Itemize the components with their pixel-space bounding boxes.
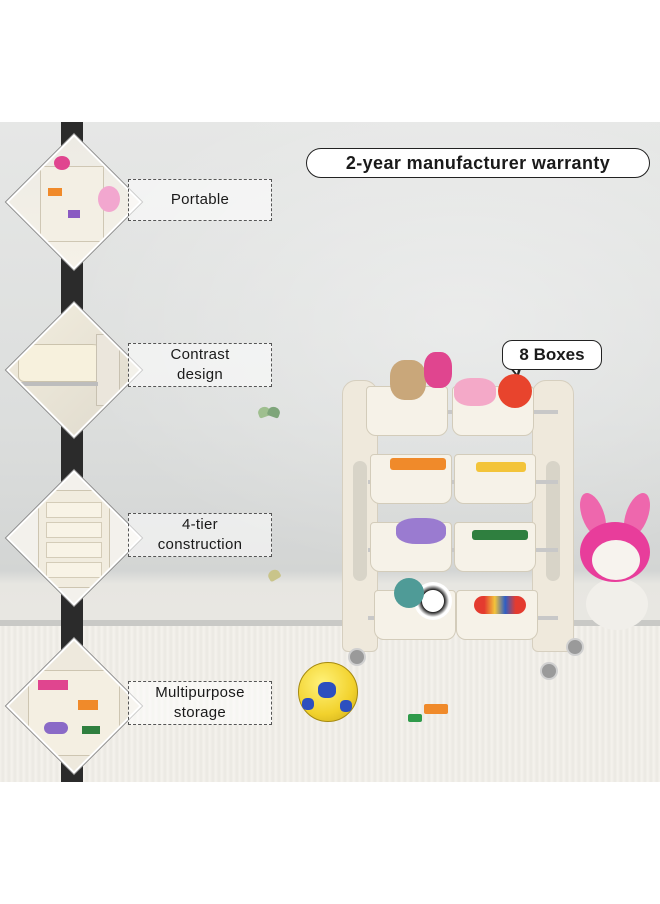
shelf-side-right <box>532 380 574 652</box>
red-ball <box>498 374 532 408</box>
plush-dog <box>390 360 426 400</box>
caster-wheel <box>348 648 366 666</box>
warranty-callout: 2-year manufacturer warranty <box>306 148 650 178</box>
feature-label-4tier: 4-tier construction <box>128 513 272 557</box>
ball-patch <box>318 682 336 698</box>
feature-label-text: 4-tier construction <box>157 516 243 553</box>
purple-plush <box>396 518 446 544</box>
colored-balls <box>474 596 526 614</box>
building-blocks <box>390 458 446 470</box>
toy-brick <box>408 714 422 722</box>
caster-wheel <box>540 662 558 680</box>
plush-horse <box>424 352 452 388</box>
black-pole <box>61 122 83 782</box>
feature-label-portable: Portable <box>128 179 272 221</box>
storage-bin <box>366 386 448 436</box>
feature-label-contrast: Contrast design <box>128 343 272 387</box>
feature-label-multipurpose: Multipurpose storage <box>128 681 272 725</box>
ball-patch <box>302 698 314 710</box>
ball-patch <box>340 700 352 712</box>
feature-label-text: Contrast design <box>170 346 230 383</box>
feature-label-text: Multipurpose storage <box>155 684 245 721</box>
bunny-body <box>586 578 648 630</box>
baseboard <box>0 620 660 626</box>
boxes-callout: 8 Boxes <box>502 340 602 370</box>
building-blocks <box>476 462 526 472</box>
feature-thumb-multipurpose <box>6 638 142 774</box>
feature-thumb-contrast <box>6 302 142 438</box>
product-photo: Portable Contrast design 4-tier construc… <box>0 122 660 782</box>
toy-storage-shelf <box>340 352 584 680</box>
feature-thumb-portable <box>6 134 142 270</box>
teal-ball <box>394 578 424 608</box>
pink-toy <box>454 378 496 406</box>
toy-brick <box>424 704 448 714</box>
bunny-face <box>592 540 640 580</box>
caster-wheel <box>566 638 584 656</box>
building-blocks <box>472 530 528 540</box>
feature-thumb-4tier <box>6 470 142 606</box>
